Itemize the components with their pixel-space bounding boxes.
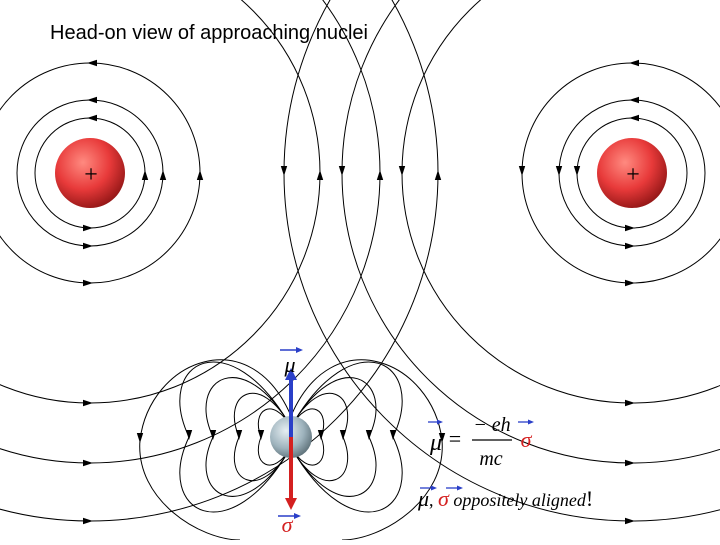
left-nucleus-field-lines [0,0,439,522]
left-field-arrow [83,459,93,467]
right-field-arrow [625,242,635,250]
left-field-arrow [83,399,93,407]
right-field-ring [283,0,720,522]
dipole-field-arrow [317,430,325,440]
right-field-arrow [625,517,635,525]
right-field-arrow [625,459,635,467]
right-nucleus-field-lines [283,0,720,522]
sigma-label: σ [282,512,294,537]
formula-numerator: − eh [473,414,510,436]
right-field-arrow [629,114,639,122]
dipole-field-arrow [339,430,347,440]
formula-sigma-arrowhead [528,419,534,425]
left-field-ring [0,0,381,464]
left-field-arrow [434,170,442,180]
right-field-arrow [629,96,639,104]
field-arrows [83,59,639,525]
dipole-field-arrow [136,433,144,443]
dipole-field-arrow [389,430,397,440]
left-field-arrow [159,170,167,180]
right-nucleus-charge: + [626,162,640,188]
sigma-vector-head [285,498,297,510]
right-field-arrow [555,166,563,176]
note-exclaim: ! [585,486,594,511]
dipole-outer-line [290,359,443,541]
formula-rhs: σ [521,427,533,452]
dipole-field-arrow [209,430,217,440]
note-mu: μ [418,486,430,511]
right-nucleus [597,138,667,208]
formula-lhs: μ [429,430,442,456]
left-field-arrow [376,170,384,180]
left-field-ring [0,0,321,404]
left-field-arrow [141,170,149,180]
left-nucleus-charge: + [84,162,98,188]
left-field-arrow [83,517,93,525]
right-field-arrow [518,166,526,176]
note-text: oppositely aligned [453,490,586,510]
right-field-arrow [280,166,288,176]
right-field-arrow [398,166,406,176]
left-nucleus [55,138,125,208]
note-mu-arrowhead [431,485,437,491]
formula-denominator: mc [479,448,502,470]
right-field-arrow [625,224,635,232]
diagram-title: Head-on view of approaching nuclei [50,22,368,44]
mu-label: μ [283,352,295,377]
dipole-field-arrow [365,430,373,440]
dipole-field-arrow [438,433,446,443]
formula-mu-arrowhead [437,419,443,425]
dipole-outer-line [139,359,292,541]
right-field-ring [401,0,720,404]
dipole-field-arrow [185,430,193,440]
right-field-arrow [338,166,346,176]
note-sigma-arrowhead [457,485,463,491]
alignment-note: μ, σ oppositely aligned! [418,486,593,512]
left-field-arrow [87,59,97,67]
note-sigma: σ [438,486,449,511]
right-field-arrow [625,399,635,407]
left-field-ring [0,0,439,522]
right-field-arrow [573,166,581,176]
mu-vector-head [285,368,297,380]
left-field-arrow [83,279,93,287]
note-separator: , [429,490,434,510]
sigma-label-arrowhead [294,513,301,519]
left-field-arrow [87,114,97,122]
right-field-ring [341,0,720,464]
dipole-field-arrow [257,430,265,440]
right-field-arrow [629,59,639,67]
left-field-arrow [316,170,324,180]
left-field-arrow [87,96,97,104]
left-field-arrow [196,170,204,180]
mu-label-arrowhead [296,347,303,353]
left-field-arrow [83,224,93,232]
right-field-arrow [625,279,635,287]
left-field-arrow [83,242,93,250]
formula-equals: = [449,426,461,451]
dipole-field-arrow [235,430,243,440]
